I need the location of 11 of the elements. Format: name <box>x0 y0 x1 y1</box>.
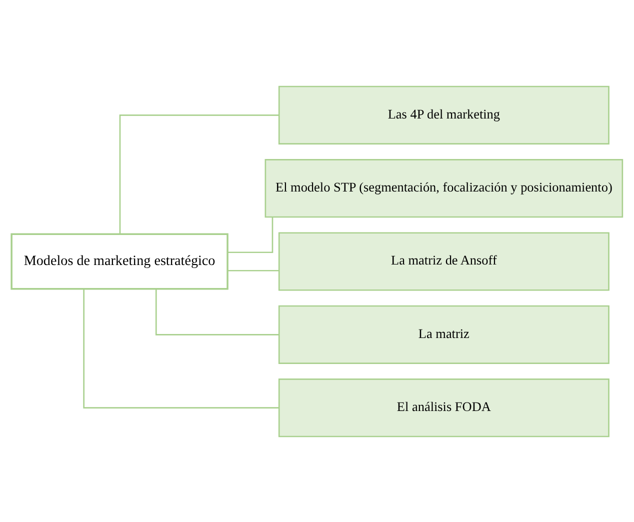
node-box: La matriz de Ansoff <box>278 232 610 290</box>
connector <box>228 269 280 271</box>
node-box: La matriz <box>278 304 610 364</box>
connector <box>83 288 279 408</box>
node-box: El modelo STP (segmentación, focalización y posicionamiento) <box>264 158 624 218</box>
connector <box>228 216 274 253</box>
node-box: Modelos de marketing estratégico <box>10 232 228 290</box>
node-box: Las 4P del marketing <box>278 85 610 144</box>
connector <box>119 114 279 234</box>
connector <box>155 288 280 335</box>
node-box: El análisis FODA <box>278 378 610 437</box>
